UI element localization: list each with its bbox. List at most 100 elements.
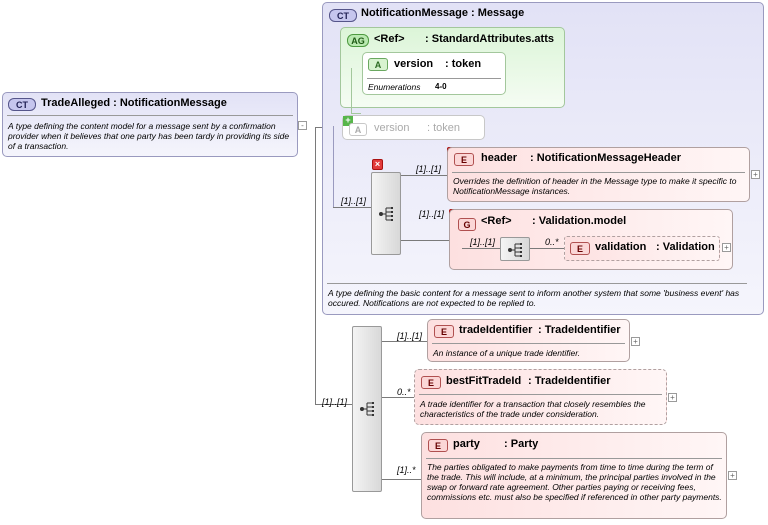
group-type: : Validation.model	[532, 215, 627, 227]
attribute-version[interactable]: A version : token Enumerations 4-0	[362, 52, 506, 95]
element-bestfittradeid[interactable]: E bestFitTradeId : TradeIdentifier A tra…	[414, 369, 667, 425]
attribute-badge: A	[349, 123, 367, 136]
connector	[333, 207, 372, 208]
connector	[315, 127, 316, 404]
validation-type-text: Validation	[662, 241, 715, 253]
header-doc: Overrides the definition of header in th…	[453, 176, 737, 196]
connector	[530, 248, 564, 249]
remove-icon: ×	[372, 159, 383, 170]
element-badge: E	[434, 325, 454, 338]
group-name: <Ref>	[481, 215, 512, 227]
connector	[351, 113, 361, 114]
attribute-badge: A	[368, 58, 388, 71]
bestfittradeid-doc: A trade identifier for a transaction tha…	[420, 399, 646, 419]
party-type: : Party	[504, 438, 539, 450]
root-doc: A type defining the content model for a …	[8, 121, 290, 151]
sequence-compositor[interactable]	[371, 172, 401, 255]
collapse-toggle[interactable]: -	[298, 121, 307, 130]
root-type: NotificationMessage	[119, 97, 227, 109]
connector	[401, 175, 447, 176]
element-header[interactable]: E header : NotificationMessageHeader Ove…	[447, 147, 750, 202]
expand-toggle[interactable]: +	[728, 471, 737, 480]
tradeidentifier-type: : TradeIdentifier	[538, 324, 621, 336]
expand-toggle[interactable]: +	[631, 337, 640, 346]
party-name: party	[453, 438, 480, 450]
inherited-attribute-name: version	[374, 122, 410, 134]
base-type: Message	[477, 7, 525, 19]
party-cardinality: [1]..*	[397, 465, 416, 475]
root-name: TradeAlleged	[41, 97, 111, 109]
enumerations-label: Enumerations	[368, 82, 421, 92]
tradeidentifier-type-text: TradeIdentifier	[544, 324, 621, 336]
divider	[7, 115, 293, 116]
attribute-group-badge: AG	[347, 34, 369, 47]
group-badge: G	[458, 218, 476, 231]
sequence-icon	[508, 243, 522, 257]
sequence-icon	[360, 402, 374, 416]
expand-toggle[interactable]: +	[722, 243, 731, 252]
validation-cardinality: 0..*	[545, 237, 559, 247]
connector	[381, 397, 414, 398]
connector	[462, 248, 500, 249]
tradeidentifier-name: tradeIdentifier	[459, 324, 533, 336]
expand-toggle[interactable]: +	[751, 170, 760, 179]
attribute-type: : token	[445, 58, 482, 70]
divider	[426, 458, 722, 459]
party-doc: The parties obligated to make payments f…	[427, 462, 722, 502]
party-type-text: Party	[510, 438, 539, 450]
divider	[367, 78, 501, 79]
header-type-text: NotificationMessageHeader	[536, 152, 681, 164]
attribute-group-type-text: StandardAttributes.atts	[431, 33, 554, 45]
connector	[351, 68, 352, 114]
enumeration-value: 4-0	[435, 82, 447, 91]
connector	[333, 126, 334, 207]
tradeidentifier-doc: An instance of a unique trade identifier…	[433, 348, 581, 358]
connector	[315, 404, 352, 405]
header-type: : NotificationMessageHeader	[530, 152, 681, 164]
inherited-attribute-type: : token	[427, 122, 461, 134]
tradeidentifier-cardinality: [1]..[1]	[397, 331, 423, 341]
element-badge: E	[428, 439, 448, 452]
divider	[432, 343, 625, 344]
root-complex-type[interactable]: CT TradeAlleged : NotificationMessage A …	[2, 92, 298, 157]
attribute-name: version	[394, 58, 434, 70]
complex-type-badge: CT	[8, 98, 36, 111]
attribute-group-type: : StandardAttributes.atts	[425, 33, 554, 45]
base-separator: :	[467, 7, 478, 19]
sequence-compositor[interactable]	[352, 326, 382, 492]
base-doc: A type defining the basic content for a …	[328, 288, 740, 308]
element-party[interactable]: E party : Party The parties obligated to…	[421, 432, 727, 519]
main-sequence-cardinality: [1]..[1]	[322, 397, 348, 407]
bestfittradeid-type-text: TradeIdentifier	[534, 375, 611, 387]
validation-type: : Validation	[656, 241, 715, 253]
group-validation-model[interactable]: G <Ref> : Validation.model [1]..[1] 0..*…	[449, 209, 733, 270]
bestfittradeid-type: : TradeIdentifier	[528, 375, 611, 387]
complex-type-badge: CT	[329, 9, 357, 22]
element-badge: E	[570, 242, 590, 255]
group-type-text: Validation.model	[538, 215, 627, 227]
attribute-group-name: <Ref>	[374, 33, 405, 45]
element-validation[interactable]: E validation : Validation	[564, 236, 720, 261]
connector	[315, 127, 323, 128]
sequence-compositor[interactable]	[500, 237, 530, 261]
expand-toggle[interactable]: +	[668, 393, 677, 402]
base-name: NotificationMessage	[361, 7, 468, 19]
connector	[381, 479, 421, 480]
divider	[452, 172, 745, 173]
root-separator: :	[110, 97, 120, 109]
inherited-attribute-version[interactable]: + A version : token	[342, 115, 485, 140]
validation-group-cardinality: [1]..[1]	[419, 209, 445, 219]
validation-name: validation	[595, 241, 647, 253]
header-name: header	[481, 152, 518, 164]
group-sequence-cardinality: [1]..[1]	[470, 237, 496, 247]
bestfittradeid-cardinality: 0..*	[397, 387, 411, 397]
base-title: NotificationMessage : Message	[361, 7, 524, 19]
connector	[401, 240, 449, 241]
sequence-icon	[379, 207, 393, 221]
root-title: TradeAlleged : NotificationMessage	[41, 97, 227, 109]
header-cardinality: [1]..[1]	[416, 164, 442, 174]
element-tradeidentifier[interactable]: E tradeIdentifier : TradeIdentifier An i…	[427, 319, 630, 362]
add-icon: +	[343, 116, 353, 126]
bestfittradeid-name: bestFitTradeId	[446, 375, 522, 387]
connector	[381, 341, 427, 342]
